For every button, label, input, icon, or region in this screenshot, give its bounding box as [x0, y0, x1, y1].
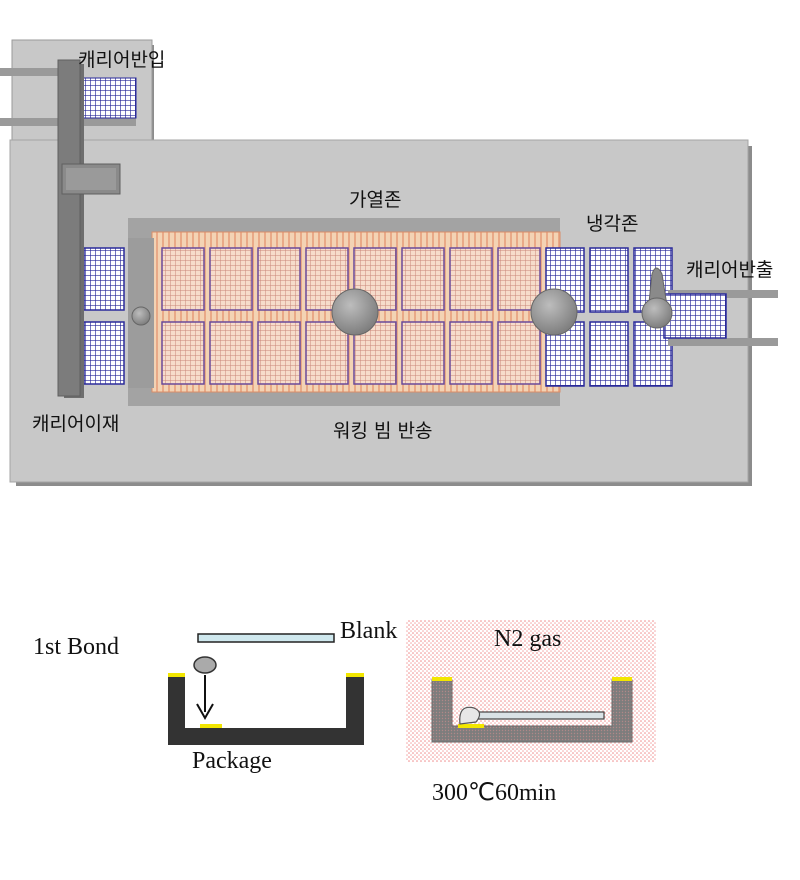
drop-arrow-head: [196, 703, 214, 721]
cooling-zone-carriers: [545, 247, 673, 387]
package-solder-right: [346, 673, 364, 677]
reflow-furnace: 캐리어반입 가열존 냉각존 캐리어반출 캐리어이재 워킹 빔 반송: [0, 39, 778, 486]
package-label: Package: [192, 748, 272, 774]
first-bond-label: 1st Bond: [33, 634, 119, 660]
transfer-arm: [57, 59, 81, 397]
walking-beam-cam: [530, 288, 578, 336]
walking-beam-pivot: [131, 306, 151, 326]
carrier: [305, 247, 349, 311]
carrier: [257, 321, 301, 385]
n2-gas-label: N2 gas: [494, 626, 561, 652]
transfer-arm-head-top: [66, 168, 116, 190]
walking-beam-label: 워킹 빔 반송: [333, 420, 432, 442]
heating-zone-label: 가열존: [349, 189, 401, 211]
carrier-incoming: [81, 77, 137, 119]
blank-plate: [197, 633, 335, 643]
carrier: [497, 247, 541, 311]
carrier: [305, 321, 349, 385]
n2-cure-step: N2 gas 300℃60min: [406, 620, 656, 806]
carrier: [449, 321, 493, 385]
cure-condition-label: 300℃60min: [432, 780, 556, 806]
package-solder-left: [168, 673, 185, 677]
carrier: [497, 321, 541, 385]
package-body: [168, 676, 364, 745]
solder-ball: [193, 656, 217, 674]
walking-beam-cam: [331, 288, 379, 336]
carrier: [209, 247, 253, 311]
carrier: [589, 247, 629, 313]
carrier: [589, 321, 629, 387]
carrier: [83, 321, 125, 385]
carrier: [401, 247, 445, 311]
carrier-in-label: 캐리어반입: [78, 49, 165, 71]
carrier-out-label: 캐리어반출: [686, 259, 773, 281]
unloader-pivot: [641, 297, 673, 329]
carrier-outgoing: [663, 293, 727, 339]
blank-label: Blank: [340, 618, 397, 644]
carrier: [401, 321, 445, 385]
first-bond-step: 1st Bond Blank Package: [33, 618, 397, 774]
cooling-zone-label: 냉각존: [586, 213, 638, 235]
cured-solder-right: [612, 677, 632, 681]
bonded-solder-joint: [459, 706, 481, 725]
cured-solder-bottom: [458, 724, 484, 728]
carrier: [161, 247, 205, 311]
carrier: [83, 247, 125, 311]
cured-solder-left: [432, 677, 452, 681]
package-solder-bottom: [200, 724, 222, 728]
carrier-out-rail-bottom: [668, 338, 778, 346]
carrier-transfer-label: 캐리어이재: [32, 413, 119, 435]
bonded-blank: [469, 711, 605, 720]
carrier: [449, 247, 493, 311]
carrier: [161, 321, 205, 385]
carrier: [209, 321, 253, 385]
carrier: [257, 247, 301, 311]
carrier-in-rail-top: [0, 68, 78, 76]
